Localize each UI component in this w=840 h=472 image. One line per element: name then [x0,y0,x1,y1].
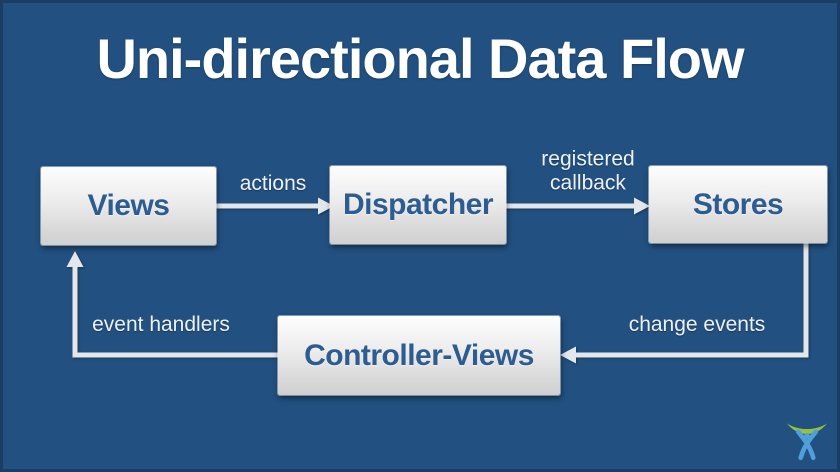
node-dispatcher: Dispatcher [330,166,506,244]
edge-label-event-handlers: event handlers [92,313,230,337]
arrowhead-up-icon [66,251,84,267]
node-controller-views: Controller-Views [278,316,560,395]
arrowhead-left-icon [560,346,576,364]
node-controller-views-label: Controller-Views [304,338,534,372]
edge-label-registered-callback: registered callback [541,147,635,194]
arrowhead-right-icon [634,197,650,215]
edge-label-change-events: change events [628,313,766,337]
arrow-stores-to-controller-views [576,243,809,358]
node-views: Views [41,167,216,245]
atlassian-logo [786,423,828,461]
node-views-label: Views [87,189,170,222]
arrow-controller-views-to-views [72,267,278,358]
node-stores-label: Stores [692,187,784,221]
page-title: Uni-directional Data Flow [96,27,744,90]
node-dispatcher-label: Dispatcher [342,188,494,221]
edge-label-actions: actions [239,172,307,196]
logo-arch-icon [786,423,828,435]
node-stores: Stores [649,166,827,243]
logo-figure-limb-icon [798,429,819,461]
